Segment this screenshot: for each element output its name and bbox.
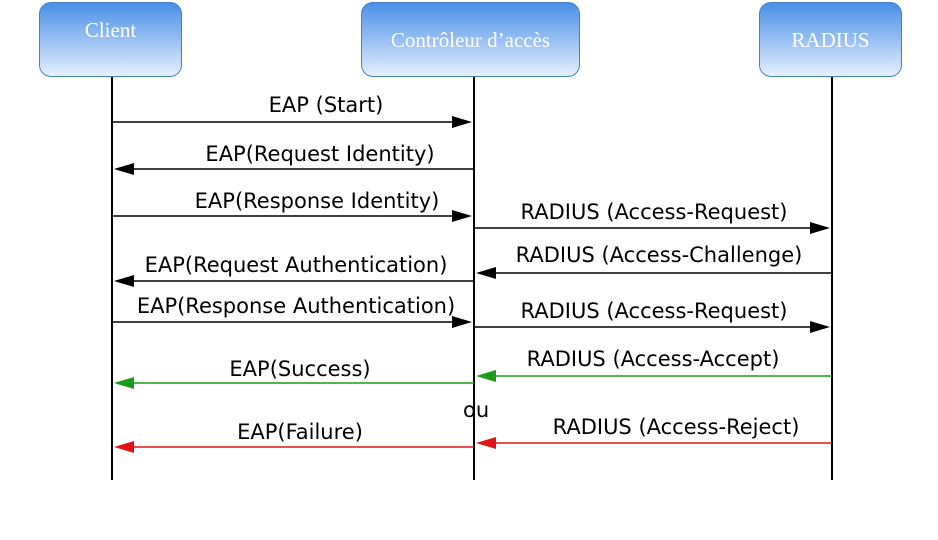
message-arrow-radius-access-request-2 [474,321,830,333]
message-arrow-radius-access-reject [476,437,832,449]
actor-access-controller: Contrôleur d’accès [361,2,580,77]
message-label-eap-response-authentication: EAP(Response Authentication) [137,294,455,318]
message-label-eap-failure: EAP(Failure) [237,420,363,444]
message-label-eap-response-identity: EAP(Response Identity) [195,189,440,213]
message-label-radius-access-reject: RADIUS (Access-Reject) [553,415,800,439]
message-arrow-eap-success [114,377,474,389]
alternative-separator: ou [463,398,489,422]
message-label-radius-access-challenge: RADIUS (Access-Challenge) [516,243,803,267]
message-arrow-radius-access-accept [476,370,832,382]
message-arrow-radius-access-request-1 [474,222,830,234]
message-label-eap-request-identity: EAP(Request Identity) [205,142,434,166]
message-label-radius-access-request-1: RADIUS (Access-Request) [520,200,787,224]
message-label-eap-success: EAP(Success) [229,357,370,381]
message-arrow-eap-response-authentication [112,316,472,328]
message-arrow-radius-access-challenge [476,267,832,279]
message-arrow-eap-response-identity [112,210,472,222]
message-arrow-eap-request-identity [114,163,474,175]
message-label-radius-access-request-2: RADIUS (Access-Request) [520,299,787,323]
message-label-eap-start: EAP (Start) [269,93,384,117]
actor-client: Client [39,2,182,77]
message-label-radius-access-accept: RADIUS (Access-Accept) [527,347,780,371]
actor-radius: RADIUS [759,2,902,77]
message-arrow-eap-failure [114,441,474,453]
message-label-eap-request-authentication: EAP(Request Authentication) [145,253,448,277]
message-arrow-eap-request-authentication [114,275,474,287]
message-arrow-eap-start [112,116,472,128]
